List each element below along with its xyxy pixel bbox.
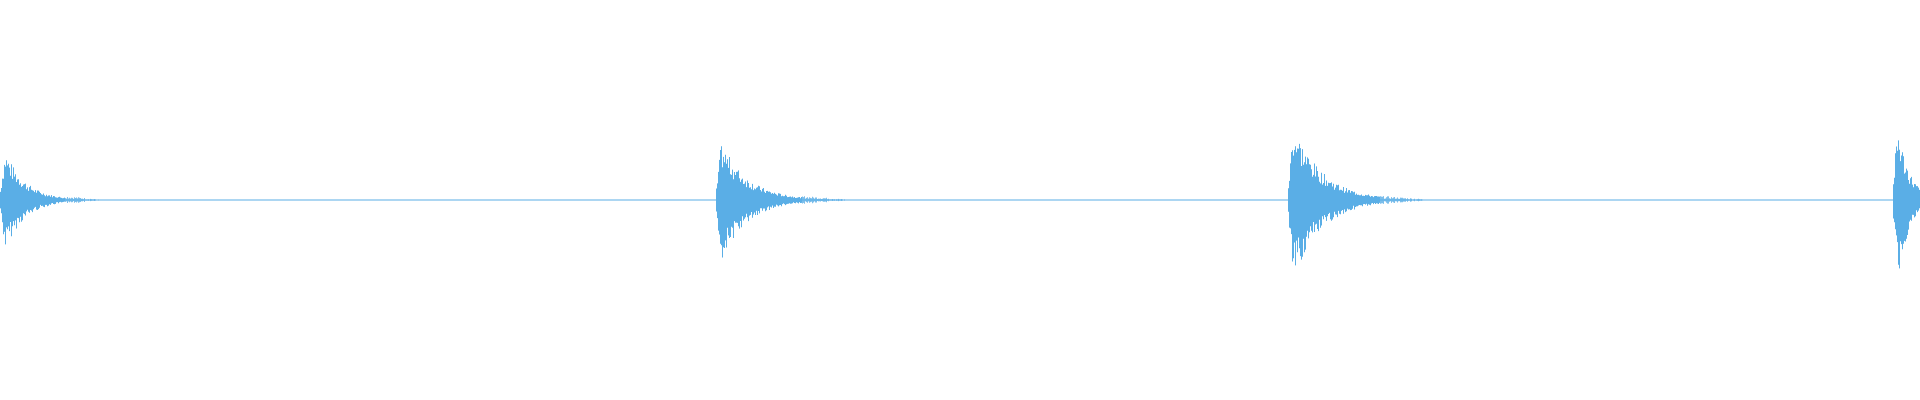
waveform-transient xyxy=(0,160,104,245)
waveform-transients xyxy=(0,140,1920,269)
waveform-transient xyxy=(1288,143,1434,266)
waveform-transient xyxy=(1893,140,1920,269)
waveform-transient xyxy=(716,146,853,258)
